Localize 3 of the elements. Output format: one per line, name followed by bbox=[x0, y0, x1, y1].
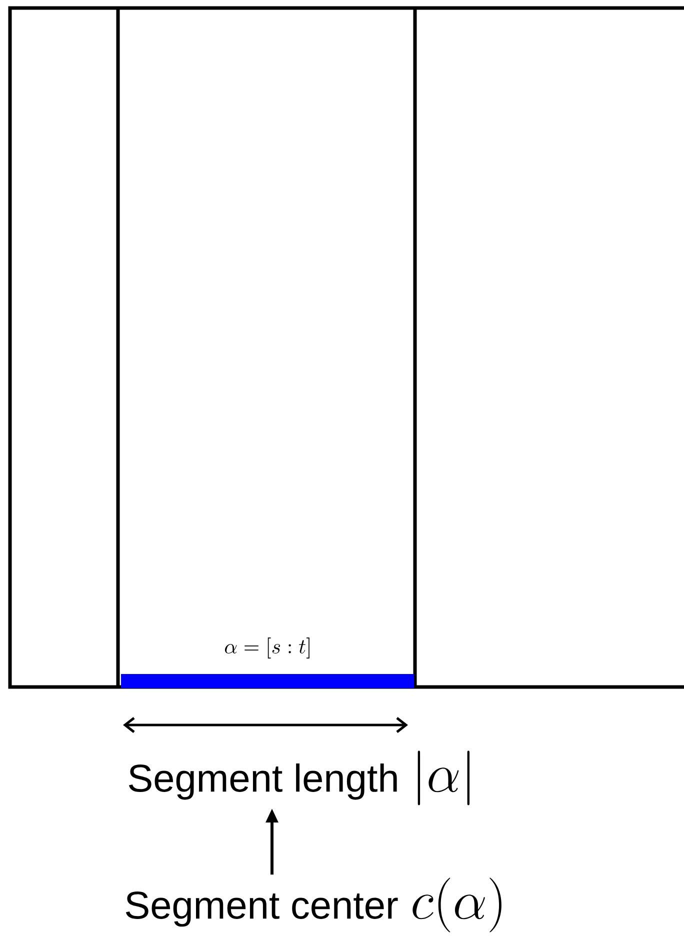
segment-formula: $\alpha = [s : t]$ bbox=[224, 638, 310, 658]
length-label: Segment length $|\alpha|$ bbox=[128, 750, 470, 806]
center-label: Segment center $c(\alpha)$ bbox=[126, 878, 502, 932]
